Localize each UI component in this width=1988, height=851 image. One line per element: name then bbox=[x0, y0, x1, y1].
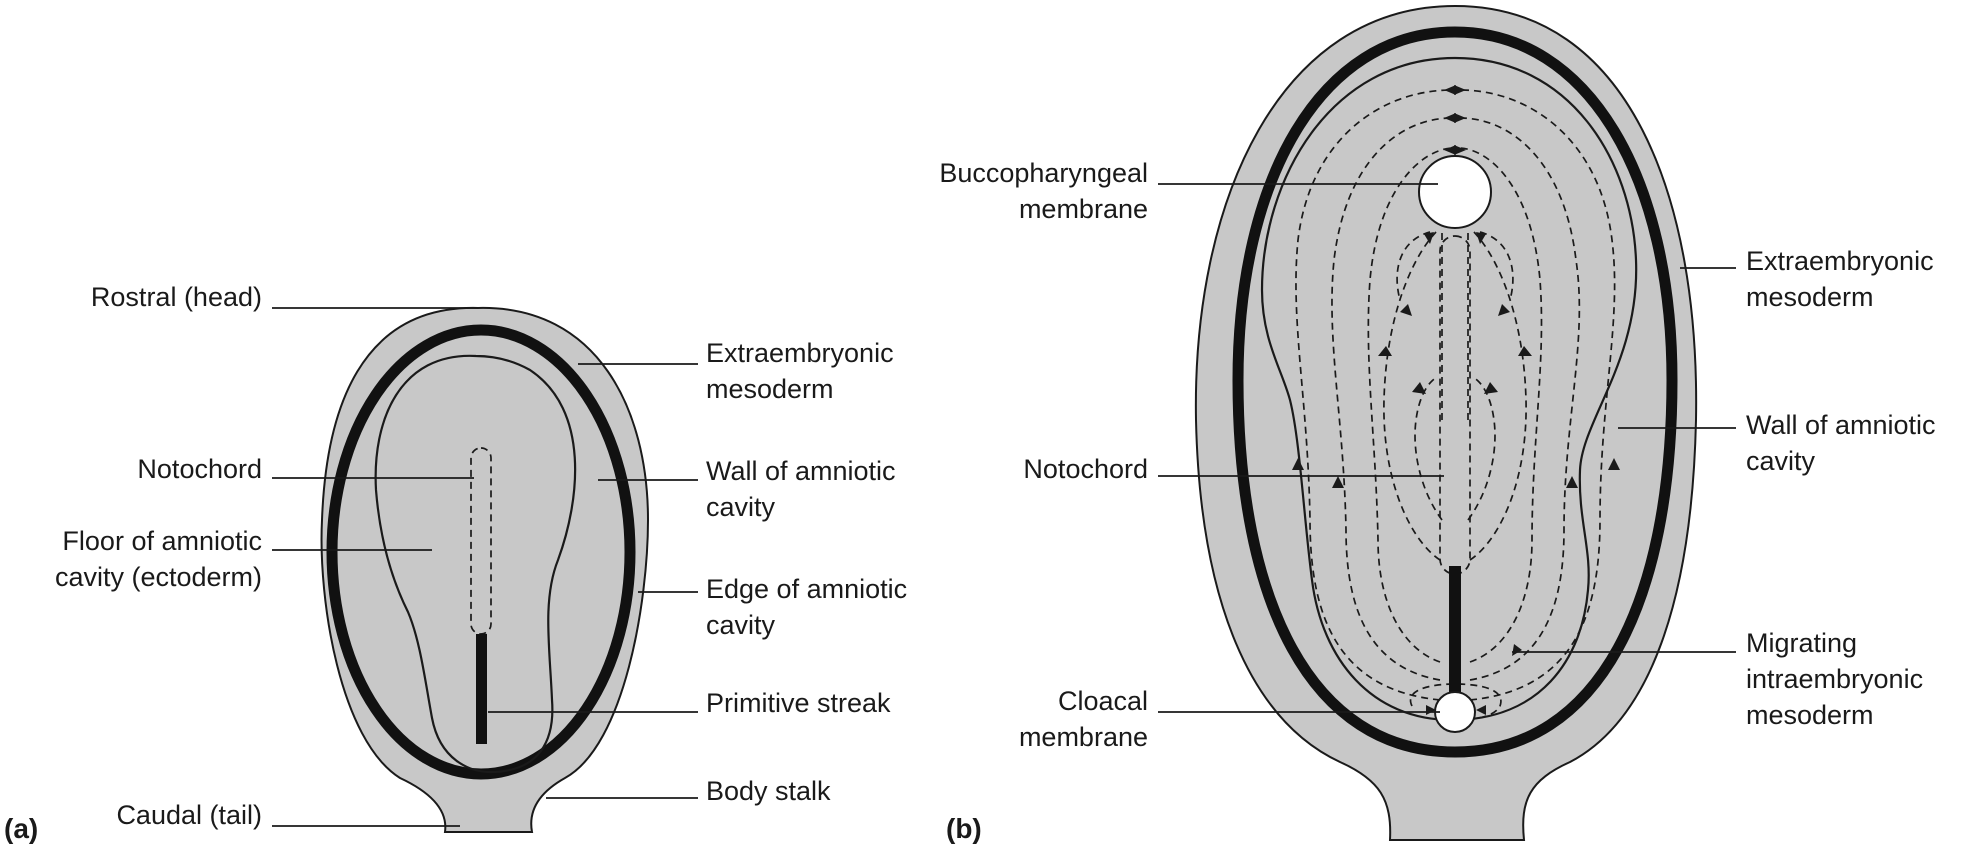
panel-a-leaders bbox=[272, 307, 698, 827]
label-edge-line1: Edge of amniotic bbox=[706, 574, 907, 604]
label-wall-b-line2: cavity bbox=[1746, 446, 1816, 476]
panel-b-embryo bbox=[1194, 4, 1698, 841]
panel-a-letter: (a) bbox=[4, 813, 38, 844]
panel-a-labels: (a) Rostral (head) Caudal (tail) Notocho… bbox=[4, 282, 907, 844]
label-cloacal-line1: Cloacal bbox=[1058, 686, 1148, 716]
label-wall-a-line2: cavity bbox=[706, 492, 776, 522]
label-caudal: Caudal (tail) bbox=[116, 800, 262, 830]
panel-b-labels: (b) Buccopharyngeal membrane Notochord C… bbox=[939, 158, 1935, 844]
label-floor-line1: Floor of amniotic bbox=[62, 526, 262, 556]
label-extraembryonic-a-line2: mesoderm bbox=[706, 374, 834, 404]
panel-b-migration-paths bbox=[1295, 89, 1616, 721]
panel-b-amnion-edge-ring bbox=[1232, 26, 1678, 758]
panel-b-arrowheads bbox=[1292, 85, 1620, 715]
label-notochord-b: Notochord bbox=[1023, 454, 1148, 484]
panel-b-cloacal-membrane bbox=[1434, 691, 1476, 733]
label-notochord-a: Notochord bbox=[137, 454, 262, 484]
panel-b-letter: (b) bbox=[946, 813, 982, 844]
label-extraembryonic-b-line1: Extraembryonic bbox=[1746, 246, 1934, 276]
panel-a-primitive-streak bbox=[476, 634, 487, 744]
label-rostral: Rostral (head) bbox=[91, 282, 262, 312]
label-extraembryonic-a-line1: Extraembryonic bbox=[706, 338, 894, 368]
panel-b-primitive-streak bbox=[1449, 566, 1461, 696]
label-cloacal-line2: membrane bbox=[1019, 722, 1148, 752]
panel-b-leaders bbox=[1158, 183, 1736, 713]
label-floor-line2: cavity (ectoderm) bbox=[55, 562, 262, 592]
label-extraembryonic-b-line2: mesoderm bbox=[1746, 282, 1874, 312]
label-wall-b-line1: Wall of amniotic bbox=[1746, 410, 1936, 440]
label-edge-line2: cavity bbox=[706, 610, 776, 640]
label-primitive-streak: Primitive streak bbox=[706, 688, 891, 718]
label-migrating-line3: mesoderm bbox=[1746, 700, 1874, 730]
label-body-stalk: Body stalk bbox=[706, 776, 831, 806]
label-wall-a-line1: Wall of amniotic bbox=[706, 456, 896, 486]
label-bucco-line2: membrane bbox=[1019, 194, 1148, 224]
label-migrating-line1: Migrating bbox=[1746, 628, 1857, 658]
label-migrating-line2: intraembryonic bbox=[1746, 664, 1923, 694]
panel-a-floor-outline bbox=[374, 354, 577, 774]
panel-a-amnion-edge-ring bbox=[326, 324, 636, 780]
panel-b-extraembryonic-shell bbox=[1194, 4, 1698, 841]
label-bucco-line1: Buccopharyngeal bbox=[939, 158, 1148, 188]
panel-a-extraembryonic-shell bbox=[320, 306, 650, 833]
panel-a-embryo bbox=[320, 306, 650, 833]
panel-b-buccopharyngeal-membrane bbox=[1418, 155, 1492, 229]
